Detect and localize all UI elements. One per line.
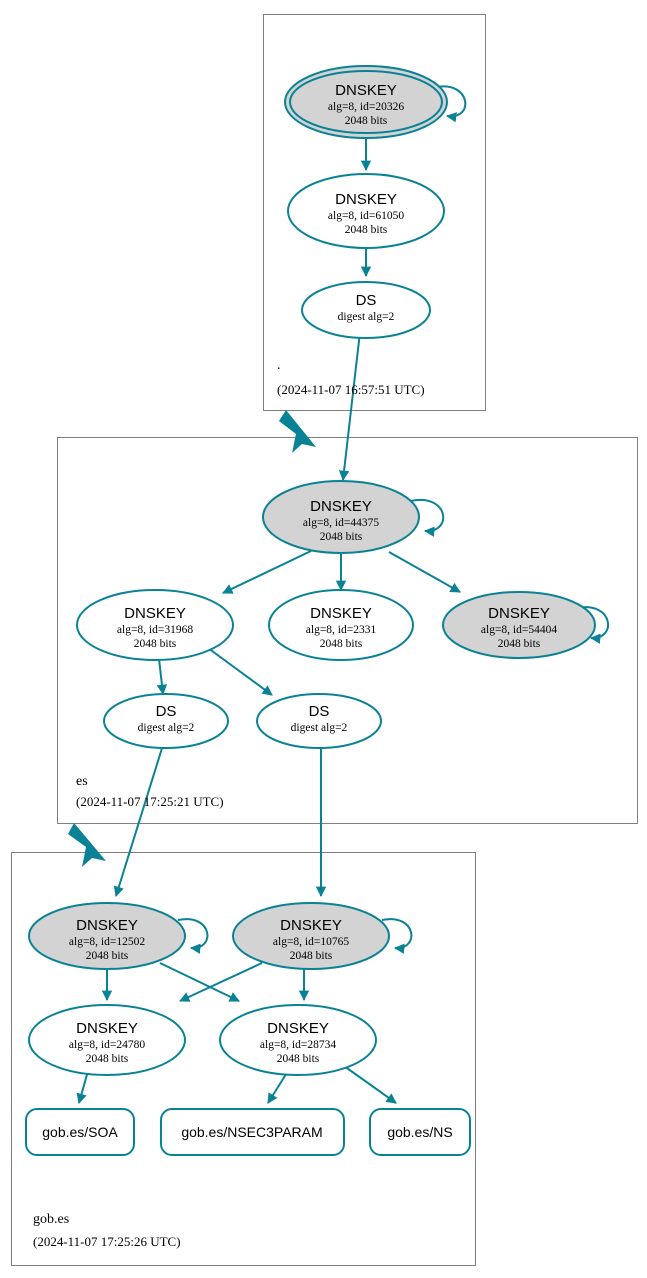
zone-label-gob-es-timestamp: (2024-11-07 17:25:26 UTC) xyxy=(33,1234,181,1249)
node-title: DNSKEY xyxy=(76,1020,138,1037)
node-line3: 2048 bits xyxy=(277,1053,320,1065)
edge-self-loop-root-ksk xyxy=(432,85,467,123)
node-title: DNSKEY xyxy=(335,82,397,99)
node-gob-ksk-12502[interactable]: DNSKEY alg=8, id=12502 2048 bits xyxy=(28,902,186,970)
rrset-label: gob.es/NSEC3PARAM xyxy=(181,1124,322,1140)
dnskey-ellipse xyxy=(442,591,596,659)
dnskey-ellipse xyxy=(219,1004,377,1076)
delegation-arrow-root-to-es xyxy=(279,410,316,453)
ds-ellipse xyxy=(256,693,382,749)
rrset-label: gob.es/SOA xyxy=(42,1124,118,1140)
dnskey-ellipse xyxy=(262,480,420,554)
edge-self-loop-es-key-54404 xyxy=(576,606,610,644)
node-title: DS xyxy=(156,703,177,720)
rrset-soa[interactable]: gob.es/SOA xyxy=(25,1108,135,1156)
node-es-ds-right[interactable]: DS digest alg=2 xyxy=(256,693,382,749)
rrset-box xyxy=(369,1108,471,1156)
node-line2: alg=8, id=54404 xyxy=(481,624,557,636)
node-root-zsk-61050[interactable]: DNSKEY alg=8, id=61050 2048 bits xyxy=(287,173,445,249)
node-line2: digest alg=2 xyxy=(291,722,348,734)
node-line2: alg=8, id=24780 xyxy=(69,1039,145,1051)
dnskey-ellipse xyxy=(76,589,234,661)
node-es-key-2331[interactable]: DNSKEY alg=8, id=2331 2048 bits xyxy=(268,589,414,661)
node-es-ds-left[interactable]: DS digest alg=2 xyxy=(103,693,229,749)
node-line3: 2048 bits xyxy=(134,638,177,650)
node-line2: digest alg=2 xyxy=(138,722,195,734)
rrset-nsec3param[interactable]: gob.es/NSEC3PARAM xyxy=(160,1108,345,1156)
dnskey-ellipse xyxy=(28,902,186,970)
node-gob-ksk-10765[interactable]: DNSKEY alg=8, id=10765 2048 bits xyxy=(232,902,390,970)
ds-ellipse xyxy=(301,281,431,339)
node-root-ksk-20326[interactable]: DNSKEY alg=8, id=20326 2048 bits xyxy=(284,65,448,139)
node-line3: 2048 bits xyxy=(498,638,541,650)
edge-gob-ksk-10765-to-zsk-24780 xyxy=(179,962,263,1002)
node-line2: alg=8, id=44375 xyxy=(303,517,379,529)
node-title: DS xyxy=(309,703,330,720)
node-line2: digest alg=2 xyxy=(338,311,395,323)
node-line2: alg=8, id=20326 xyxy=(328,101,404,113)
zone-label-gob-es-name: gob.es xyxy=(33,1212,69,1227)
node-title: DNSKEY xyxy=(335,191,397,208)
edge-es-ksk-to-key-31968 xyxy=(222,550,312,594)
node-line2: alg=8, id=31968 xyxy=(117,624,193,636)
zone-label-es-timestamp: (2024-11-07 17:25:21 UTC) xyxy=(76,794,224,809)
edge-es-ds-left-to-gob-ksk-12502 xyxy=(113,744,164,897)
dnskey-ellipse xyxy=(28,1004,186,1076)
node-title: DNSKEY xyxy=(280,917,342,934)
edge-self-loop-gob-ksk-10765 xyxy=(381,918,413,954)
node-line2: alg=8, id=28734 xyxy=(260,1039,336,1051)
node-line3: 2048 bits xyxy=(320,531,363,543)
node-title: DNSKEY xyxy=(267,1020,329,1037)
dnskey-ellipse-inner-trust-anchor xyxy=(289,70,443,134)
node-line3: 2048 bits xyxy=(345,115,388,127)
node-line3: 2048 bits xyxy=(290,950,333,962)
node-title: DNSKEY xyxy=(76,917,138,934)
node-line3: 2048 bits xyxy=(320,638,363,650)
node-line3: 2048 bits xyxy=(86,950,129,962)
rrset-box xyxy=(160,1108,345,1156)
node-line2: alg=8, id=12502 xyxy=(69,936,145,948)
edge-gob-zsk-24780-to-rrset-soa xyxy=(76,1070,89,1105)
edge-gob-zsk-28734-to-rrset-ns xyxy=(343,1065,397,1104)
edge-self-loop-es-ksk xyxy=(410,498,445,537)
node-root-ds-es[interactable]: DS digest alg=2 xyxy=(301,281,431,339)
zone-label-es-name: es xyxy=(76,774,88,789)
zone-label-root-timestamp: (2024-11-07 16:57:51 UTC) xyxy=(277,382,425,397)
node-title: DNSKEY xyxy=(124,605,186,622)
node-line2: alg=8, id=10765 xyxy=(273,936,349,948)
edge-es-ksk-to-key-54404 xyxy=(388,551,461,593)
rrset-box xyxy=(25,1108,135,1156)
delegation-arrow-es-to-gob-es xyxy=(68,823,106,867)
node-es-key-54404[interactable]: DNSKEY alg=8, id=54404 2048 bits xyxy=(442,591,596,659)
zone-label-root-name: . xyxy=(277,358,281,373)
zone-box-gob-es xyxy=(11,852,476,1266)
node-line2: alg=8, id=61050 xyxy=(328,210,404,222)
node-es-key-31968[interactable]: DNSKEY alg=8, id=31968 2048 bits xyxy=(76,589,234,661)
node-es-ksk-44375[interactable]: DNSKEY alg=8, id=44375 2048 bits xyxy=(262,480,420,554)
rrset-ns[interactable]: gob.es/NS xyxy=(369,1108,471,1156)
edge-root-ds-to-es-ksk xyxy=(338,331,361,482)
zone-box-root xyxy=(263,14,486,411)
node-title: DS xyxy=(356,292,377,309)
edge-self-loop-gob-ksk-12502 xyxy=(177,918,209,954)
ds-ellipse xyxy=(103,693,229,749)
node-title: DNSKEY xyxy=(310,605,372,622)
dnskey-ellipse xyxy=(287,173,445,249)
node-title: DNSKEY xyxy=(310,498,372,515)
node-gob-zsk-24780[interactable]: DNSKEY alg=8, id=24780 2048 bits xyxy=(28,1004,186,1076)
edge-es-key-31968-to-ds-right xyxy=(207,647,273,696)
node-line3: 2048 bits xyxy=(345,224,388,236)
dnskey-ellipse xyxy=(232,902,390,970)
node-title: DNSKEY xyxy=(488,605,550,622)
node-gob-zsk-28734[interactable]: DNSKEY alg=8, id=28734 2048 bits xyxy=(219,1004,377,1076)
node-line3: 2048 bits xyxy=(86,1053,129,1065)
dnskey-ellipse xyxy=(268,589,414,661)
rrset-label: gob.es/NS xyxy=(387,1124,452,1140)
edge-gob-ksk-12502-to-zsk-28734 xyxy=(159,962,240,1002)
node-line2: alg=8, id=2331 xyxy=(306,624,377,636)
edge-gob-zsk-28734-to-rrset-nsec3param xyxy=(267,1070,289,1104)
